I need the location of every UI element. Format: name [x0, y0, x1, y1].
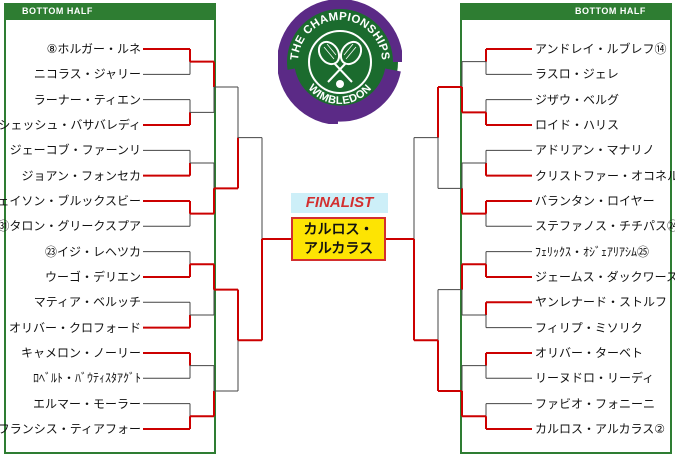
right-player-2: ラスロ・ジェレ	[535, 67, 619, 82]
right-player-3: ジザウ・ベルグ	[535, 92, 620, 107]
left-player-1: ⑧ホルガー・ルネ	[46, 42, 141, 56]
left-bracket-frame	[4, 18, 216, 454]
right-player-12: フィリプ・ミソリク	[535, 320, 643, 335]
left-player-3: ラーナー・ティエン	[33, 92, 141, 107]
left-player-10: ウーゴ・デリエン	[44, 269, 141, 284]
finalist-name-line2: アルカラス	[303, 241, 374, 257]
left-player-7: ジェイソン・ブルックスビー	[0, 193, 141, 208]
left-player-6: ジョアン・フォンセカ	[21, 168, 141, 183]
left-player-15: エルマー・モーラー	[32, 396, 141, 411]
right-half-header: BOTTOM HALF	[460, 3, 672, 19]
crossed-rackets-icon	[317, 40, 363, 83]
right-player-6: クリストファー・オコネル	[535, 168, 675, 183]
left-half-header: BOTTOM HALF	[4, 3, 216, 19]
left-player-12: オリバー・クロフォード	[8, 320, 141, 335]
left-player-13: キャメロン・ノーリー	[20, 345, 141, 360]
finalist-name-line1: カルロス・	[303, 222, 374, 238]
right-bracket-frame	[460, 18, 672, 454]
right-player-13: オリバー・ターベト	[535, 345, 644, 360]
finalist-name-box: カルロス・ アルカラス	[291, 217, 386, 261]
right-player-11: ヤンレナード・ストルフ	[535, 295, 668, 310]
right-player-8: ステファノス・チチパス㉔	[535, 219, 675, 234]
right-player-16: カルロス・アルカラス②	[535, 421, 666, 436]
finalist-label: FINALIST	[291, 193, 388, 213]
right-player-15: ファビオ・フォニーニ	[535, 396, 656, 411]
left-player-11: マティア・ベルッチ	[33, 295, 141, 310]
right-player-10: ジェームス・ダックワース	[535, 269, 675, 284]
right-player-7: バランタン・ロイヤー	[535, 193, 655, 208]
right-player-9: ﾌｪﾘｯｸｽ・ｵｼﾞｪｱﾘｱｼﾑ㉕	[535, 244, 650, 259]
left-player-9: ㉓イジ・レヘツカ	[44, 244, 141, 259]
left-player-16: ⑫フランシス・ティアフォー	[0, 421, 141, 436]
right-player-5: アドリアン・マナリノ	[535, 143, 655, 158]
right-player-4: ロイド・ハリス	[535, 117, 620, 132]
left-player-4: ニシェッシュ・バサバレディ	[0, 117, 141, 132]
right-player-14: リーヌドロ・リーディ	[535, 371, 655, 386]
left-player-2: ニコラス・ジャリー	[33, 67, 141, 82]
left-player-8: ㉛タロン・グリークスプア	[0, 219, 141, 234]
tennis-ball-icon	[336, 80, 344, 88]
left-player-5: ジェーコブ・ファーンリ	[9, 143, 141, 158]
wimbledon-logo: THE CHAMPIONSHIPS WIMBLEDON	[278, 0, 402, 124]
left-player-14: ﾛﾍﾞﾙﾄ・ﾊﾞｳﾃｨｽﾀｱｸﾞﾄ	[32, 371, 141, 386]
right-player-1: アンドレイ・ルブレフ⑭	[535, 42, 667, 56]
